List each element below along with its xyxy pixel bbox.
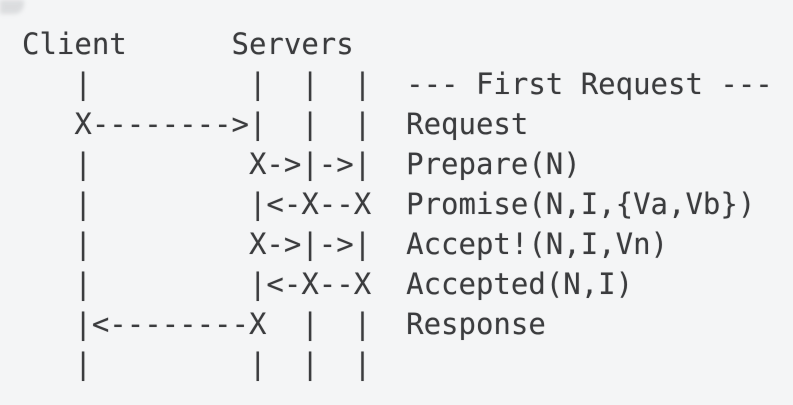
accept-row: | X->|->| Accept!(N,I,Vn)	[22, 224, 773, 264]
promise-label: Promise(N,I,{Va,Vb})	[406, 187, 756, 221]
participants-row: Client Servers	[22, 24, 773, 64]
lifelines-art: | | | |	[22, 347, 372, 381]
response-label: Response	[406, 307, 546, 341]
promise-arrow-art: | |<-X--X	[22, 187, 407, 221]
request-row: X-------->| | | Request	[22, 104, 773, 144]
prepare-arrow-art: | X->|->|	[22, 147, 407, 181]
prepare-label: Prepare(N)	[406, 147, 581, 181]
first-request-banner-row: | | | | --- First Request ---	[22, 64, 773, 104]
accept-arrow-art: | X->|->|	[22, 227, 407, 261]
promise-row: | |<-X--X Promise(N,I,{Va,Vb})	[22, 184, 773, 224]
corner-artifact	[0, 0, 24, 14]
first-request-banner-label: --- First Request ---	[406, 67, 773, 101]
prepare-row: | X->|->| Prepare(N)	[22, 144, 773, 184]
participants-header-text: Client Servers	[22, 27, 354, 61]
request-arrow-art: X-------->| | |	[22, 107, 407, 141]
response-row: |<--------X | | Response	[22, 304, 773, 344]
lifelines-bottom-row: | | | |	[22, 344, 773, 384]
accepted-arrow-art: | |<-X--X	[22, 267, 407, 301]
ascii-diagram-block: Client Servers | | | | --- First Request…	[22, 24, 773, 384]
accepted-row: | |<-X--X Accepted(N,I)	[22, 264, 773, 304]
response-arrow-art: |<--------X | |	[22, 307, 407, 341]
request-label: Request	[406, 107, 529, 141]
lifelines-art: | | | |	[22, 67, 407, 101]
accepted-label: Accepted(N,I)	[406, 267, 634, 301]
accept-label: Accept!(N,I,Vn)	[406, 227, 669, 261]
